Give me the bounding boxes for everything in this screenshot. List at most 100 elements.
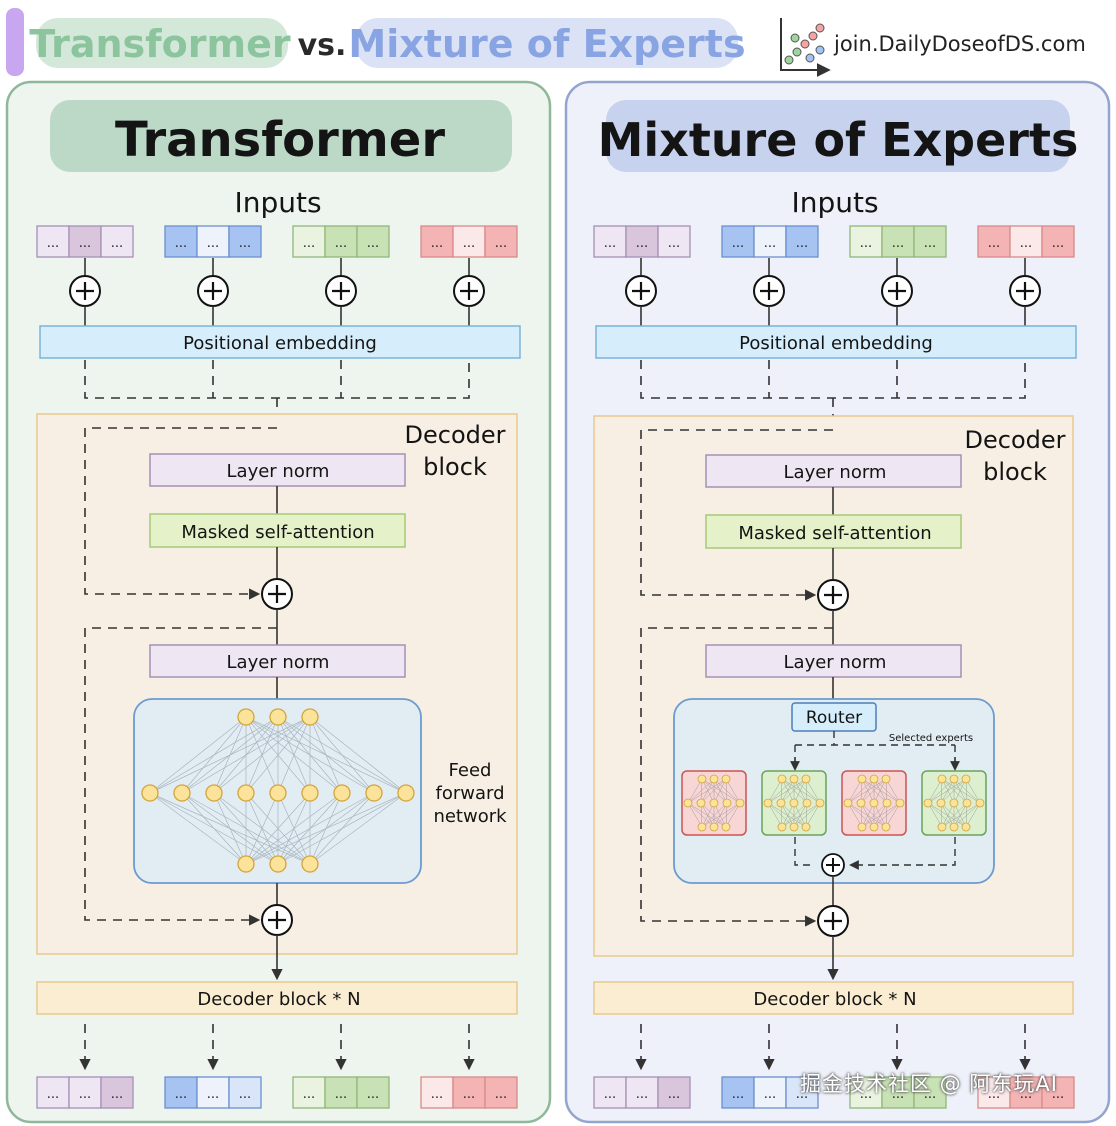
moe-output-token-dots: ... bbox=[604, 1087, 616, 1102]
moe-add-icon-1 bbox=[817, 579, 849, 611]
moe-decoder-block-n-label: Decoder block * N bbox=[753, 989, 916, 1010]
moe-positional-embedding-label: Positional embedding bbox=[739, 333, 933, 354]
moe-output-token-cell bbox=[913, 1076, 947, 1109]
header-title-vs: vs. bbox=[298, 28, 347, 63]
transformer-input-token-dots: ... bbox=[47, 236, 59, 251]
moe-layer-norm-1 bbox=[705, 454, 962, 488]
ffn-neuron bbox=[301, 784, 319, 802]
transformer-output-token-dots: ... bbox=[463, 1087, 475, 1102]
moe-output-token-cell bbox=[593, 1076, 627, 1109]
ffn-neuron bbox=[397, 784, 415, 802]
ffn-neuron bbox=[205, 784, 223, 802]
transformer-input-token-dots: ... bbox=[335, 236, 347, 251]
ffn-neuron bbox=[301, 708, 319, 726]
transformer-decoder-block-label-1: Decoder bbox=[405, 421, 506, 449]
transformer-input-token-cell bbox=[324, 225, 358, 258]
transformer-input-token-cell bbox=[164, 225, 198, 258]
moe-input-token-dots: ... bbox=[764, 236, 776, 251]
moe-input-token-cell bbox=[881, 225, 915, 258]
moe-decoder-block-n bbox=[593, 981, 1074, 1015]
transformer-ffn-label-3: network bbox=[433, 806, 507, 827]
transformer-input-token-dots: ... bbox=[431, 236, 443, 251]
transformer-output-token-cell bbox=[164, 1076, 198, 1109]
moe-input-token-cell bbox=[1041, 225, 1075, 258]
transformer-output-token-cell bbox=[228, 1076, 262, 1109]
moe-router-label: Router bbox=[806, 708, 862, 728]
transformer-title: Transformer bbox=[115, 112, 445, 168]
moe-input-add-icon bbox=[753, 275, 785, 307]
moe-experts-container bbox=[673, 698, 995, 884]
transformer-input-token-dots: ... bbox=[463, 236, 475, 251]
moe-output-token-dots: ... bbox=[988, 1087, 1000, 1102]
moe-output-token-cell bbox=[1041, 1076, 1075, 1109]
transformer-section: Transformer Inputs .....................… bbox=[36, 100, 521, 1109]
moe-input-token-dots: ... bbox=[796, 236, 808, 251]
transformer-output-token-dots: ... bbox=[335, 1087, 347, 1102]
transformer-add-icon-1 bbox=[261, 578, 293, 610]
moe-title-pill bbox=[606, 100, 1070, 172]
ffn-neuron bbox=[237, 855, 255, 873]
moe-input-token-cell bbox=[593, 225, 627, 258]
ffn-neuron bbox=[269, 855, 287, 873]
moe-title: Mixture of Experts bbox=[598, 113, 1079, 167]
moe-layer-norm-2 bbox=[705, 644, 962, 678]
ffn-neuron bbox=[237, 784, 255, 802]
transformer-output-token-cell bbox=[36, 1076, 70, 1109]
moe-output-token-cell bbox=[785, 1076, 819, 1109]
moe-input-token-cell bbox=[625, 225, 659, 258]
moe-output-token-dots: ... bbox=[1052, 1087, 1064, 1102]
transformer-output-token-cell bbox=[292, 1076, 326, 1109]
transformer-decoder-block-n bbox=[36, 981, 518, 1015]
moe-residual-1 bbox=[640, 429, 833, 601]
transformer-input-token-dots: ... bbox=[367, 236, 379, 251]
header-title-left-pill bbox=[36, 18, 288, 68]
transformer-output-token-dots: ... bbox=[495, 1087, 507, 1102]
transformer-residual-1 bbox=[84, 427, 277, 600]
moe-input-add-icon bbox=[1009, 275, 1041, 307]
transformer-output-arrows bbox=[79, 1024, 475, 1071]
transformer-output-token-dots: ... bbox=[239, 1087, 251, 1102]
moe-input-token-cell bbox=[913, 225, 947, 258]
transformer-output-token-cell bbox=[452, 1076, 486, 1109]
moe-add-icon-2 bbox=[817, 905, 849, 937]
transformer-input-token-dots: ... bbox=[207, 236, 219, 251]
transformer-input-token-dots: ... bbox=[111, 236, 123, 251]
transformer-input-add-icon bbox=[453, 275, 485, 307]
moe-layer-norm-2-label: Layer norm bbox=[784, 652, 887, 673]
transformer-input-token-dots: ... bbox=[79, 236, 91, 251]
moe-output-tokens: .................................... bbox=[593, 1076, 1075, 1109]
moe-output-token-dots: ... bbox=[924, 1087, 936, 1102]
transformer-ffn-neural-net-icon bbox=[141, 708, 415, 873]
ffn-neuron bbox=[237, 708, 255, 726]
moe-output-token-cell bbox=[657, 1076, 691, 1109]
transformer-input-token-cell bbox=[452, 225, 486, 258]
transformer-output-token-dots: ... bbox=[207, 1087, 219, 1102]
transformer-output-token-dots: ... bbox=[367, 1087, 379, 1102]
moe-masked-self-attention-label: Masked self-attention bbox=[738, 523, 931, 544]
moe-input-token-cell bbox=[657, 225, 691, 258]
moe-experts bbox=[681, 770, 987, 836]
brand-text: join.DailyDoseofDS.com bbox=[833, 32, 1086, 56]
transformer-input-tokens: .................................... bbox=[36, 225, 518, 326]
moe-output-token-dots: ... bbox=[764, 1087, 776, 1102]
moe-router-dispatch bbox=[794, 731, 956, 766]
moe-input-token-cell bbox=[849, 225, 883, 258]
moe-inputs-label: Inputs bbox=[791, 186, 878, 219]
transformer-masked-self-attention-label: Masked self-attention bbox=[181, 522, 374, 543]
transformer-inputs-label: Inputs bbox=[234, 186, 321, 219]
transformer-input-token-cell bbox=[68, 225, 102, 258]
ffn-neuron bbox=[269, 784, 287, 802]
ffn-neuron bbox=[365, 784, 383, 802]
transformer-input-add-icon bbox=[69, 275, 101, 307]
moe-input-token-dots: ... bbox=[668, 236, 680, 251]
transformer-ffn-label-2: forward bbox=[435, 783, 504, 804]
moe-combine-lines bbox=[794, 837, 956, 865]
transformer-output-tokens: .................................... bbox=[36, 1076, 518, 1109]
moe-expert-2 bbox=[761, 770, 827, 836]
ffn-neuron bbox=[301, 855, 319, 873]
moe-input-token-dots: ... bbox=[1020, 236, 1032, 251]
moe-decoder-block-label-2: block bbox=[983, 458, 1047, 486]
transformer-output-token-dots: ... bbox=[79, 1087, 91, 1102]
moe-section: Mixture of Experts Inputs ..............… bbox=[593, 100, 1079, 1109]
moe-input-token-dots: ... bbox=[636, 236, 648, 251]
